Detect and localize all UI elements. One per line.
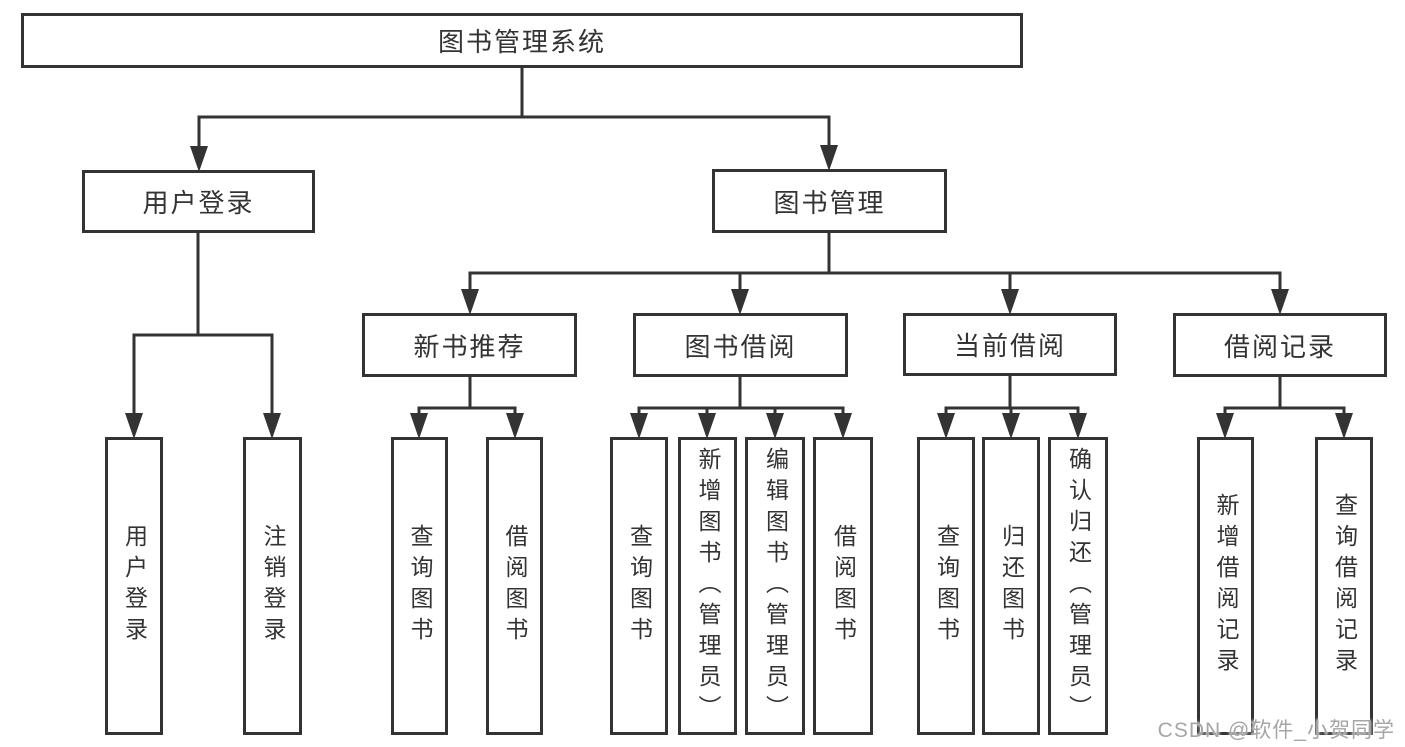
connector-root — [197, 68, 831, 148]
node-root-library-system: 图书管理系统 — [21, 13, 1023, 68]
node-borrow-records: 借阅记录 — [1173, 313, 1387, 377]
connector-current-borrow — [944, 376, 1080, 415]
arrow-icon — [1271, 289, 1289, 315]
arrow-icon — [125, 413, 143, 439]
node-label: 借阅图书 — [830, 524, 857, 648]
arrow-icon — [1069, 413, 1087, 439]
leaf-confirm-return-admin: 确认归还（管理员） — [1048, 437, 1108, 735]
arrow-icon — [937, 413, 955, 439]
leaf-borrow-books-recommend: 借阅图书 — [486, 437, 543, 735]
node-user-login: 用户登录 — [82, 170, 315, 233]
node-label: 借阅记录 — [1223, 331, 1336, 362]
node-label: 用户登录 — [142, 188, 255, 218]
arrow-icon — [190, 146, 208, 172]
leaf-add-borrow-record: 新增借阅记录 — [1197, 437, 1254, 735]
connector-book-management — [468, 233, 1282, 291]
leaf-query-books-borrow: 查询图书 — [610, 437, 668, 735]
leaf-user-login: 用户登录 — [105, 437, 163, 735]
arrow-icon — [506, 413, 524, 439]
arrow-icon — [766, 413, 784, 439]
connector-new-book-recommend — [417, 377, 517, 415]
leaf-query-borrow-record: 查询借阅记录 — [1315, 437, 1373, 735]
node-label: 新增图书（管理员） — [695, 446, 721, 726]
leaf-edit-book-admin: 编辑图书（管理员） — [745, 437, 805, 735]
arrow-icon — [731, 289, 749, 315]
node-label: 新增借阅记录 — [1213, 493, 1239, 679]
node-label: 查询图书 — [407, 524, 433, 648]
leaf-borrow-books: 借阅图书 — [813, 437, 873, 735]
node-label: 图书借阅 — [684, 331, 797, 362]
connector-user-login — [132, 233, 274, 415]
arrow-icon — [698, 413, 716, 439]
node-label: 借阅图书 — [502, 524, 528, 648]
arrow-icon — [820, 145, 838, 171]
csdn-watermark: CSDN @软件_小贺同学 — [1157, 719, 1395, 742]
node-label: 编辑图书（管理员） — [762, 446, 789, 726]
arrow-icon — [1335, 413, 1353, 439]
arrow-icon — [1001, 289, 1019, 315]
node-label: 查询图书 — [626, 524, 653, 648]
leaf-logout: 注销登录 — [243, 437, 302, 735]
arrow-icon — [263, 413, 281, 439]
node-new-book-recommend: 新书推荐 — [362, 313, 577, 377]
node-label: 查询借阅记录 — [1331, 493, 1358, 679]
node-book-borrow: 图书借阅 — [633, 313, 848, 377]
node-label: 用户登录 — [121, 524, 148, 648]
connector-book-borrow — [637, 377, 845, 415]
leaf-query-books-recommend: 查询图书 — [391, 437, 448, 735]
node-label: 归还图书 — [998, 524, 1025, 648]
node-label: 注销登录 — [260, 524, 286, 648]
leaf-add-book-admin: 新增图书（管理员） — [678, 437, 737, 735]
arrow-icon — [834, 413, 852, 439]
node-current-borrow: 当前借阅 — [903, 313, 1117, 376]
node-label: 新书推荐 — [413, 331, 526, 362]
node-label: 图书管理系统 — [437, 27, 606, 57]
connector-borrow-records — [1223, 377, 1346, 415]
node-label: 查询图书 — [933, 524, 960, 648]
node-label: 确认归还（管理员） — [1065, 446, 1092, 726]
arrow-icon — [630, 413, 648, 439]
node-label: 当前借阅 — [953, 331, 1066, 361]
arrow-icon — [461, 289, 479, 315]
arrow-icon — [1216, 413, 1234, 439]
leaf-return-book: 归还图书 — [982, 437, 1040, 735]
node-book-management: 图书管理 — [712, 169, 947, 233]
leaf-query-books-current: 查询图书 — [917, 437, 975, 735]
node-label: 图书管理 — [773, 187, 886, 218]
arrow-icon — [410, 413, 428, 439]
arrow-icon — [1002, 413, 1020, 439]
